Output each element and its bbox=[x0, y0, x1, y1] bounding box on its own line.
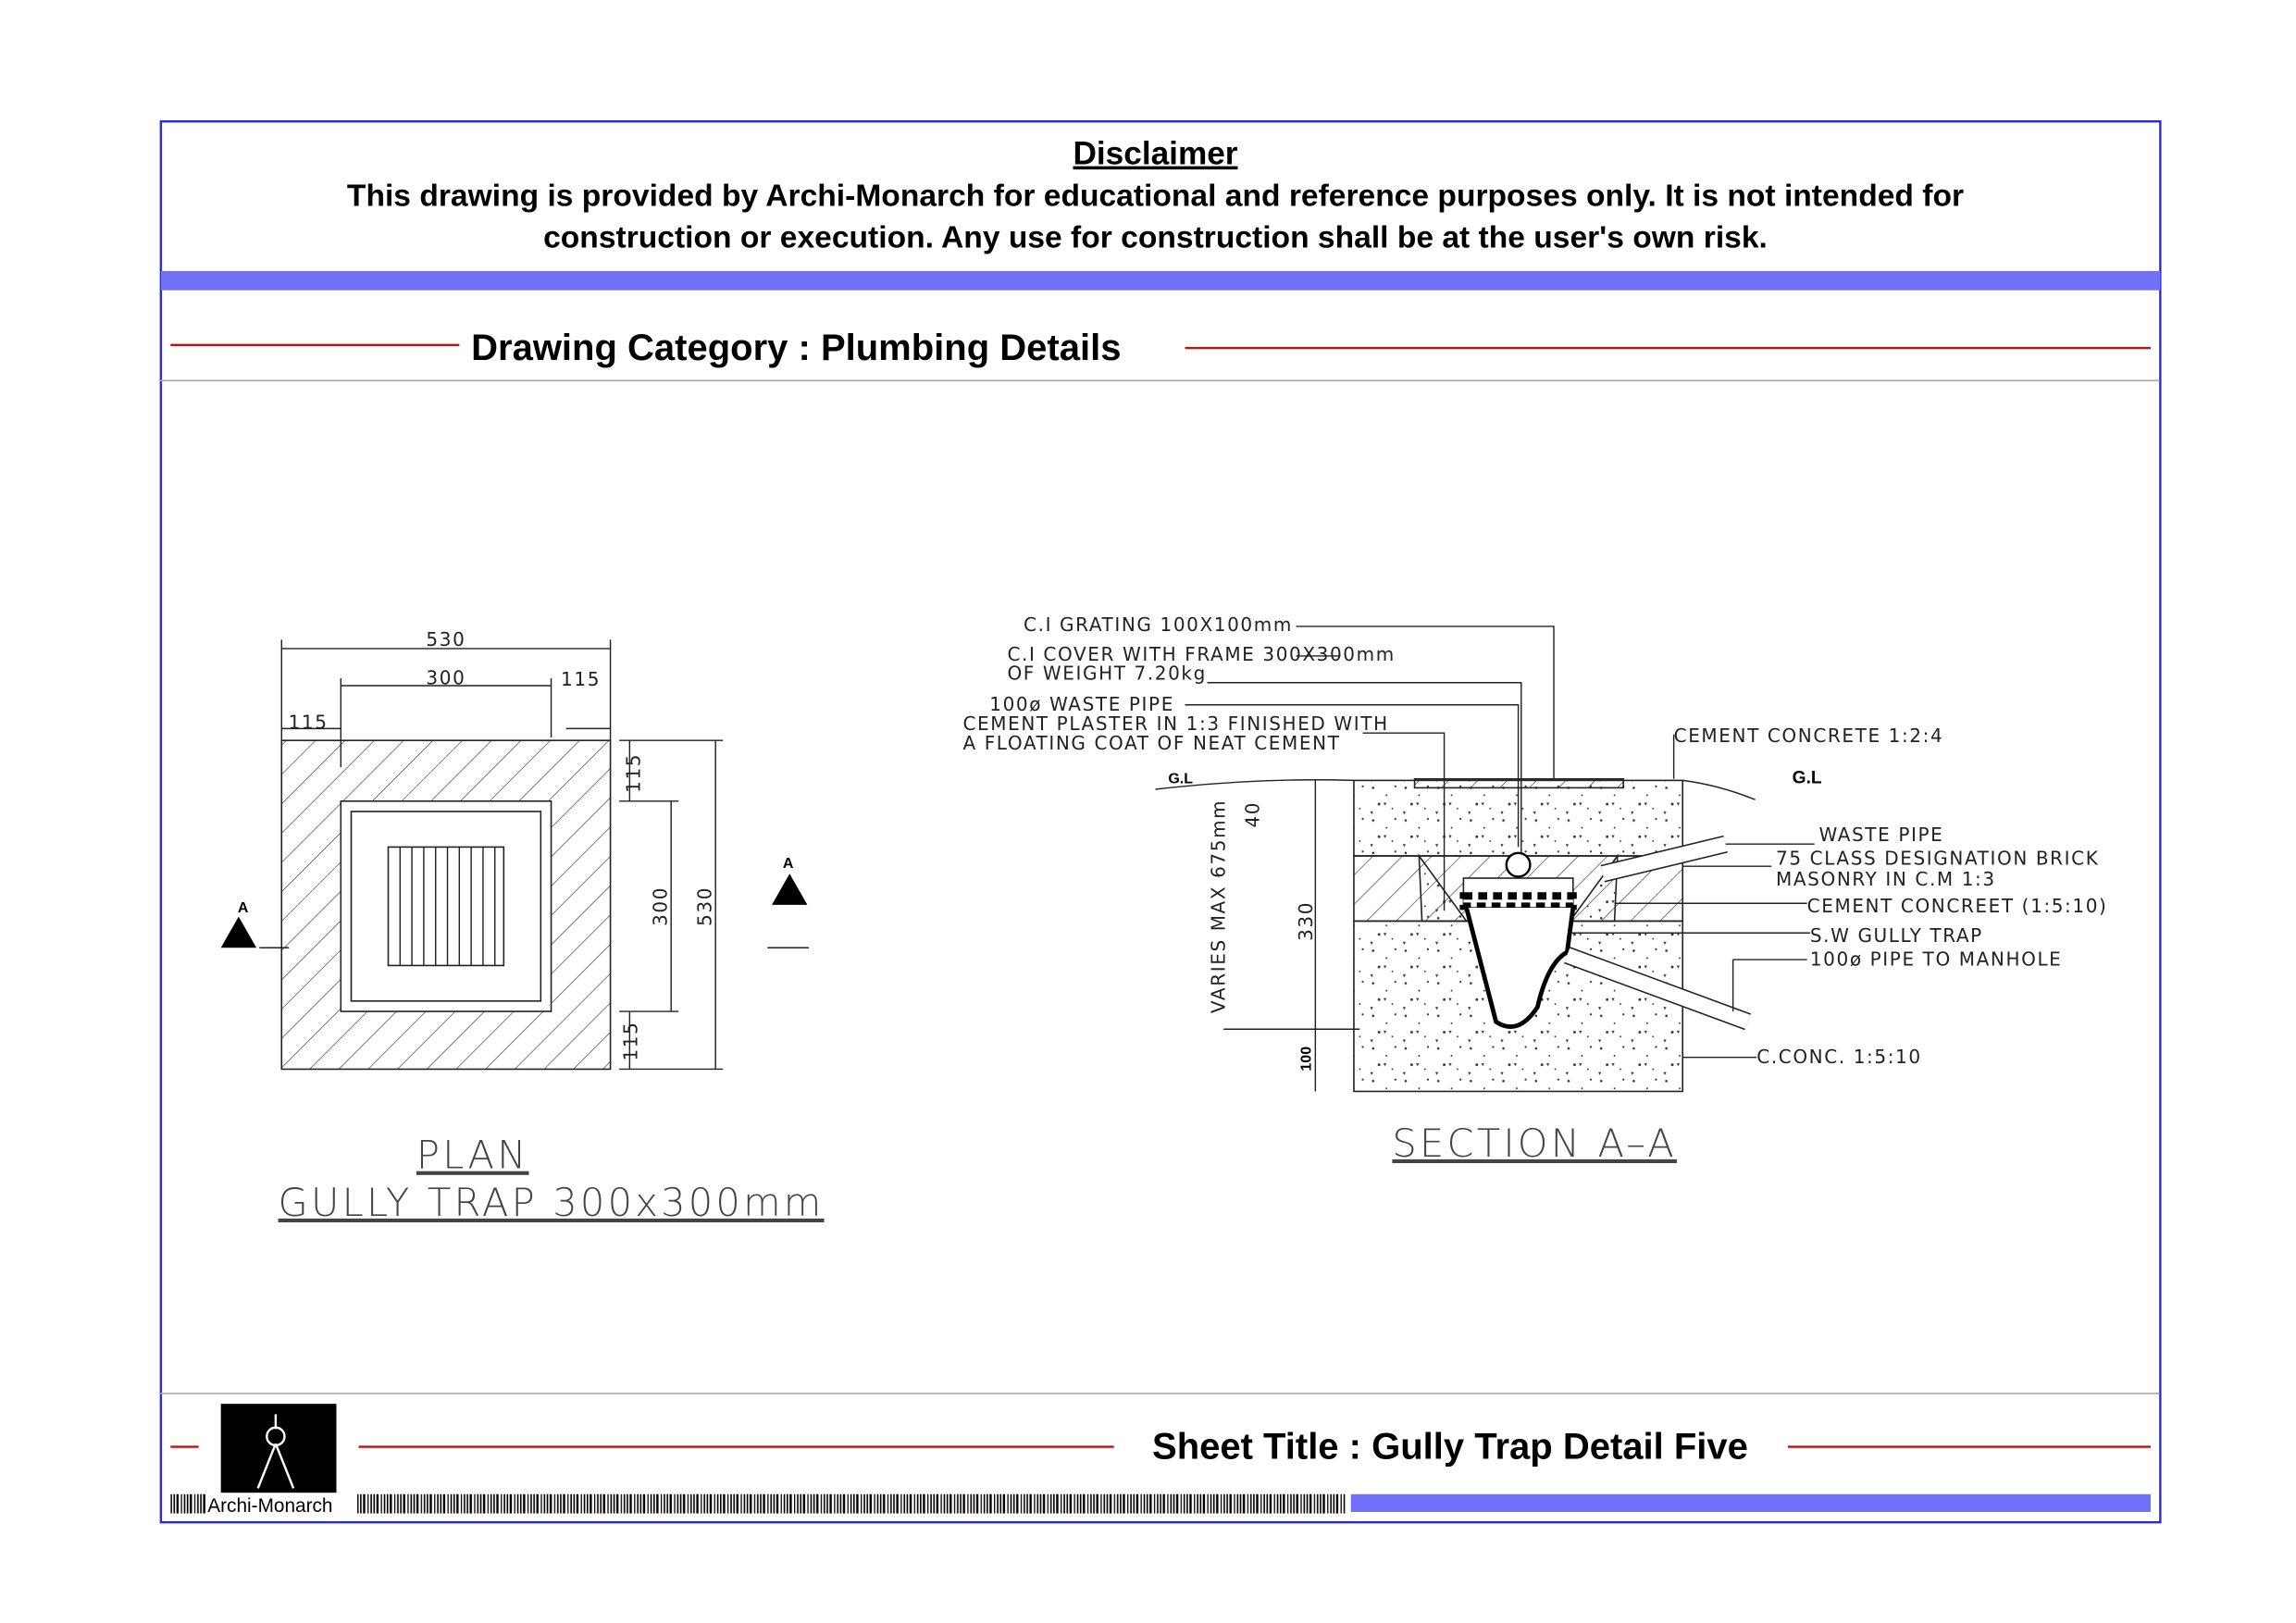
dim-115: 115 bbox=[561, 668, 601, 690]
barcode bbox=[170, 1493, 206, 1514]
label-pipe-manhole: 100ø PIPE TO MANHOLE bbox=[1810, 948, 2063, 970]
section-title: SECTION A–A bbox=[1392, 1121, 1677, 1166]
sheet-border bbox=[159, 120, 2162, 1524]
dim-100: 100 bbox=[1299, 1047, 1315, 1072]
dim-varies: VARIES MAX 675mm bbox=[1208, 799, 1230, 1013]
dim-330: 330 bbox=[1295, 901, 1317, 941]
label-plaster: CEMENT PLASTER IN 1:3 FINISHED WITH bbox=[962, 712, 1388, 735]
sheet-title: Sheet Title : Gully Trap Detail Five bbox=[1152, 1426, 1748, 1467]
section-view: G.L G.L C.I GRATING 100X100mm C.I COVER … bbox=[962, 613, 2108, 1166]
plan-subtitle: GULLY TRAP 300x300mm bbox=[279, 1180, 825, 1225]
disclaimer-line2: construction or execution. Any use for c… bbox=[543, 220, 1768, 254]
label-brick: 75 CLASS DESIGNATION BRICK bbox=[1776, 848, 2099, 870]
section-marker-right bbox=[772, 873, 808, 905]
section-marker-left bbox=[220, 916, 257, 948]
barcode bbox=[356, 1493, 1347, 1514]
dim-v-115-bot: 115 bbox=[619, 1022, 641, 1061]
plan-title: PLAN bbox=[416, 1133, 529, 1178]
dim-v-530: 530 bbox=[693, 886, 715, 926]
plan-view: 530 300 115 115 115 300 530 115 A A PLAN… bbox=[220, 628, 825, 1225]
gl-right-label: G.L bbox=[1793, 769, 1822, 788]
label-plaster-2: A FLOATING COAT OF NEAT CEMENT bbox=[962, 732, 1340, 754]
section-marker-label: A bbox=[783, 856, 794, 872]
drawing-category: Drawing Category : Plumbing Details bbox=[471, 328, 1121, 368]
disclaimer-title: Disclaimer bbox=[1074, 136, 1238, 172]
blue-bar bbox=[1350, 1493, 2151, 1512]
label-cc1510: CEMENT CONCREET (1:5:10) bbox=[1807, 895, 2108, 917]
label-cover-weight: OF WEIGHT 7.20kg bbox=[1007, 663, 1206, 685]
section-marker-label: A bbox=[238, 900, 249, 916]
label-cover: C.I COVER WITH FRAME 300X300mm bbox=[1007, 643, 1395, 665]
label-grating: C.I GRATING 100X100mm bbox=[1024, 613, 1293, 636]
gl-left-label: G.L bbox=[1168, 772, 1193, 787]
label-waste-pipe-top: 100ø WASTE PIPE bbox=[989, 693, 1174, 715]
disclaimer-line1: This drawing is provided by Archi-Monarc… bbox=[347, 179, 1964, 213]
label-brick-2: MASONRY IN C.M 1:3 bbox=[1776, 868, 1996, 890]
dim-v-115-top: 115 bbox=[623, 753, 645, 793]
dim-115-left: 115 bbox=[289, 711, 329, 733]
label-waste-pipe: WASTE PIPE bbox=[1818, 824, 1943, 846]
label-cc124: CEMENT CONCRETE 1:2:4 bbox=[1674, 725, 1944, 747]
dim-300: 300 bbox=[426, 666, 465, 688]
label-gully-trap: S.W GULLY TRAP bbox=[1810, 924, 1983, 947]
archi-monarch-logo bbox=[220, 1404, 337, 1493]
dim-v-300: 300 bbox=[649, 886, 671, 926]
logo-text: Archi-Monarch bbox=[207, 1495, 332, 1517]
dim-530: 530 bbox=[426, 628, 465, 650]
label-cconc: C.CONC. 1:5:10 bbox=[1756, 1046, 1921, 1068]
blue-band bbox=[160, 270, 2161, 291]
dim-40: 40 bbox=[1242, 801, 1264, 828]
